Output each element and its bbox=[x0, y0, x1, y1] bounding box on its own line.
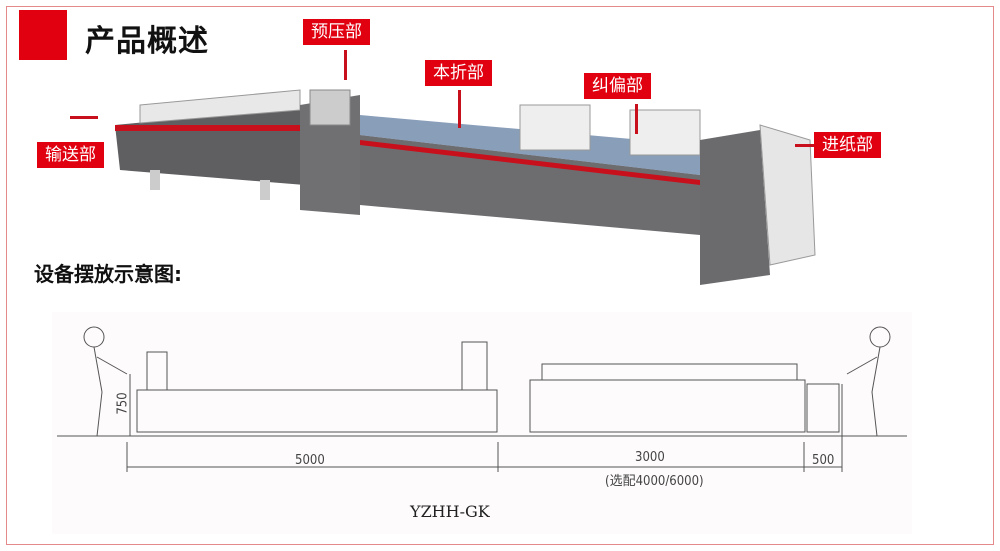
dim-main-length: 5000 bbox=[295, 453, 325, 468]
arrow-icon bbox=[458, 90, 461, 128]
label-pre-press: 预压部 bbox=[303, 19, 370, 45]
dim-height: 750 bbox=[115, 392, 131, 415]
arrow-icon bbox=[635, 104, 638, 134]
dim-end-length: 500 bbox=[812, 453, 835, 468]
section-title-layout: 设备摆放示意图: bbox=[34, 262, 182, 286]
machine-image bbox=[115, 89, 816, 285]
dim-conveyor-option: (选配4000/6000) bbox=[605, 474, 704, 489]
arrow-icon bbox=[795, 144, 814, 147]
arrow-icon bbox=[344, 50, 347, 80]
label-pre-fold: 本折部 bbox=[425, 60, 492, 86]
layout-diagram: 750 5000 3000 (选配4000/6000) 500 bbox=[52, 312, 912, 534]
title-accent-block bbox=[19, 10, 67, 60]
label-feeder: 进纸部 bbox=[814, 132, 881, 158]
label-delivery: 输送部 bbox=[37, 142, 104, 168]
page-title: 产品概述 bbox=[85, 24, 209, 59]
diagram-drawing bbox=[57, 326, 907, 472]
arrow-icon bbox=[70, 116, 98, 119]
model-number: YZHH-GK bbox=[410, 502, 490, 521]
dim-conveyor-length: 3000 bbox=[635, 450, 665, 465]
label-correction: 纠偏部 bbox=[584, 73, 651, 99]
page-frame bbox=[6, 6, 994, 545]
